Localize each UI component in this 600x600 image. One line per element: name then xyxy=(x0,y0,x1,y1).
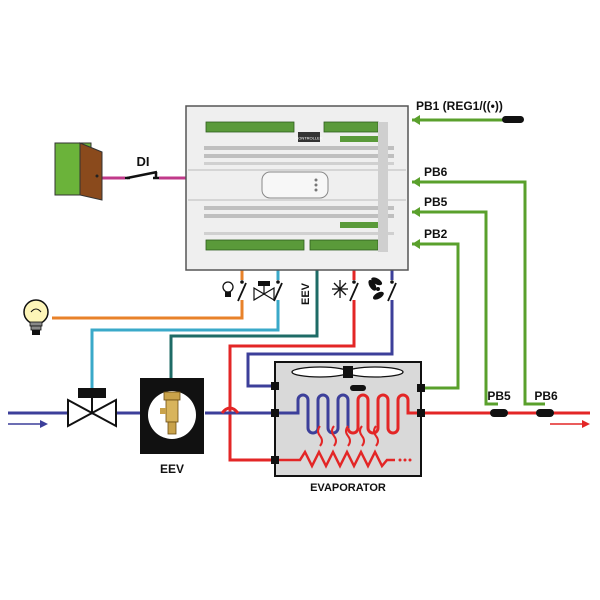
pb2-label: PB2 xyxy=(424,227,448,241)
valve-wire xyxy=(90,300,280,390)
pb6-wire xyxy=(412,180,545,406)
connector-top xyxy=(340,136,378,142)
evaporator-label: EVAPORATOR xyxy=(310,482,386,494)
defrost-wire xyxy=(228,300,356,462)
fan-relay-switch xyxy=(387,280,397,302)
defrost-icon xyxy=(332,280,348,298)
pb5-arrow xyxy=(412,207,420,217)
connector-bottom xyxy=(340,222,378,228)
pb5-top-label: PB5 xyxy=(424,195,448,209)
pb6-bottom-label: PB6 xyxy=(534,389,558,403)
controller-small-label: CONTROLLER xyxy=(295,136,322,141)
pb2-arrow xyxy=(412,239,420,249)
evaporator-unit xyxy=(271,361,425,477)
pb1-label: PB1 (REG1/((•)) xyxy=(416,99,503,113)
di-label: DI xyxy=(137,154,150,169)
light-relay-switch xyxy=(237,280,247,302)
eev-vertical-label: EEV xyxy=(300,282,312,305)
expansion-valve-icon xyxy=(140,378,204,454)
controller-label-box xyxy=(298,132,320,142)
terminal-strip-bottom-right xyxy=(309,239,379,251)
pb1-probe-icon xyxy=(502,116,524,123)
solenoid-valve-small-icon xyxy=(253,281,275,302)
controller-unit: CONTROLLER xyxy=(185,105,409,271)
pb6-top-label: PB6 xyxy=(424,165,448,179)
pipe-crossover xyxy=(220,406,240,414)
light-wire xyxy=(52,300,244,320)
di-switch-icon xyxy=(125,170,159,184)
door-icon xyxy=(54,142,103,201)
pb2-wire xyxy=(412,242,460,390)
defrost-relay-switch xyxy=(349,280,359,302)
terminal-strip-top-right xyxy=(323,121,379,133)
pb5-probe-icon xyxy=(490,409,508,417)
terminal-strip-bottom-left xyxy=(205,239,305,251)
light-bulb-icon xyxy=(23,299,49,335)
pb6-probe-icon xyxy=(536,409,554,417)
pb5-wire xyxy=(412,210,498,406)
valve-relay-switch xyxy=(273,280,283,302)
inlet-arrow xyxy=(8,420,48,428)
pb2-probe-icon xyxy=(350,385,366,391)
display-panel xyxy=(261,171,329,199)
solenoid-valve-icon xyxy=(67,388,117,428)
eev-label: EEV xyxy=(160,462,184,476)
light-bulb-small-icon xyxy=(222,281,234,297)
eev-wire xyxy=(169,268,319,378)
outlet-arrow xyxy=(550,420,590,428)
terminal-strip-top-left xyxy=(205,121,295,133)
pb6-arrow xyxy=(412,177,420,187)
pb1-arrow xyxy=(412,115,420,125)
pb5-bottom-label: PB5 xyxy=(487,389,511,403)
fan-wire xyxy=(246,300,394,388)
fan-icon xyxy=(368,277,384,300)
